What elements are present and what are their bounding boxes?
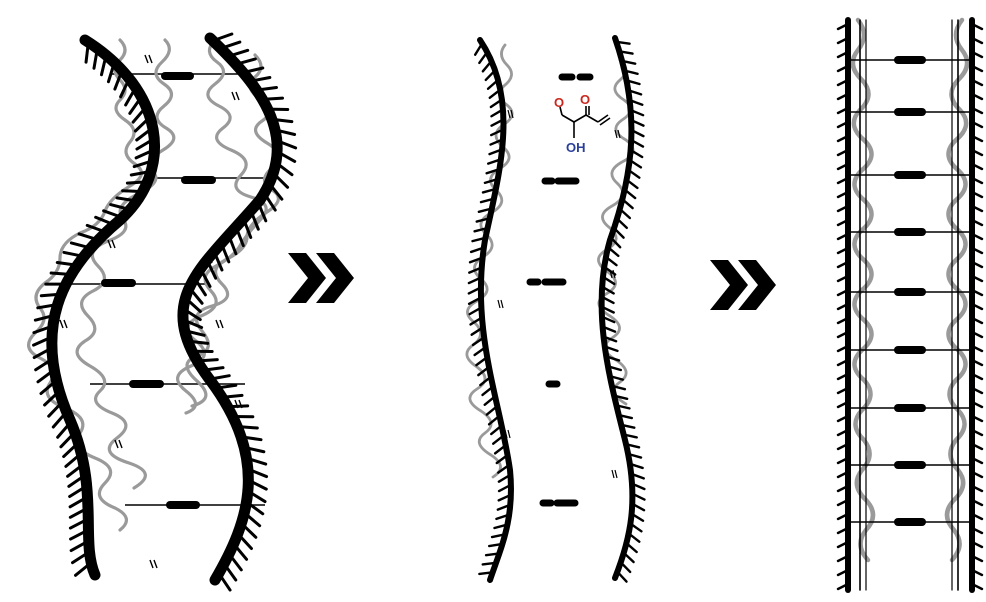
hair-mark [237, 427, 257, 428]
panel-stage-3 [838, 20, 982, 590]
oxygen-label-1: O [554, 95, 564, 110]
hair-mark [475, 43, 482, 54]
panel-stage-2: O O OH [467, 38, 645, 582]
hair-mark [262, 98, 282, 99]
hair-mark [126, 88, 136, 105]
hair-mark [222, 395, 242, 397]
hair-mark [483, 563, 496, 565]
hair-mark [479, 52, 487, 63]
acrylic-acid-molecule: O O OH [554, 92, 610, 155]
oxygen-label-2: O [580, 92, 590, 107]
hair-mark [51, 273, 71, 274]
panel-stage-1 [29, 34, 296, 590]
double-chevron-right-icon [288, 253, 354, 303]
hair-mark [197, 360, 217, 361]
hair-mark [219, 573, 230, 590]
crosslink-dashes [898, 60, 922, 522]
double-chevron-right-icon [710, 260, 776, 310]
hair-mark [127, 182, 147, 183]
hair-mark [483, 61, 492, 71]
hair-mark [123, 191, 143, 192]
hair-mark [41, 294, 61, 296]
hair-marks [34, 34, 296, 590]
hair-mark [617, 572, 626, 582]
hydroxyl-label: OH [566, 140, 586, 155]
hair-mark [479, 572, 492, 574]
